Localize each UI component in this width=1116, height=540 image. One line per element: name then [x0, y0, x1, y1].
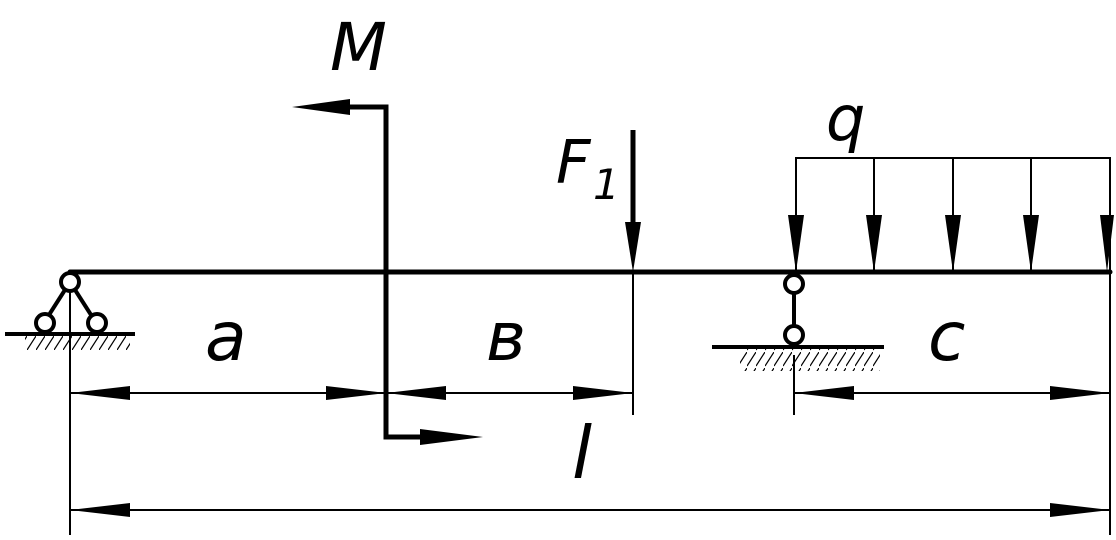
dimension-l [70, 503, 1110, 517]
dimension-c [794, 386, 1110, 400]
dimension-l-label: l [572, 411, 592, 495]
dimension-b [386, 386, 633, 400]
distributed-load [788, 157, 1114, 272]
moment-label: M [330, 9, 387, 86]
dimension-c-label: c [928, 298, 965, 377]
force-label: F [556, 128, 592, 198]
dimension-a [70, 386, 386, 400]
force-arrow [625, 130, 641, 272]
dimension-b-label: в [486, 298, 526, 377]
distributed-load-label: q [826, 82, 865, 155]
roller-support-right [712, 273, 884, 371]
dimension-a-label: a [205, 298, 247, 377]
force-subscript: 1 [593, 160, 620, 209]
moment-arrow [292, 99, 483, 445]
extension-lines [69, 272, 1111, 535]
